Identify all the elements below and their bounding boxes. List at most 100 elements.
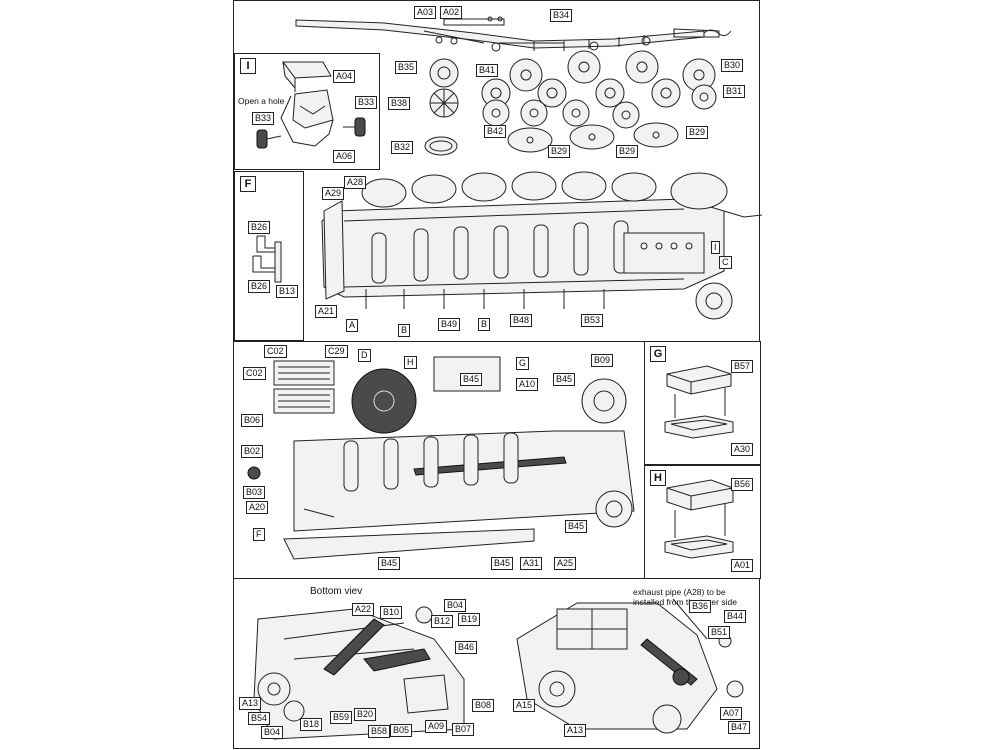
label-b32: B32 [391, 141, 414, 154]
label-d: D [358, 349, 371, 362]
label-a29: A29 [322, 187, 345, 200]
label-b59: B59 [330, 711, 353, 724]
label-g-callout: G [516, 357, 530, 370]
label-a01: A01 [731, 559, 754, 572]
label-b57: B57 [731, 360, 754, 373]
label-b18: B18 [300, 718, 323, 731]
label-b05: B05 [390, 724, 413, 737]
label-b36: B36 [689, 600, 712, 613]
label-b41: B41 [476, 64, 499, 77]
label-a25: A25 [554, 557, 577, 570]
label-b48: B48 [510, 314, 533, 327]
note-bottom-view: Bottom viev [310, 586, 363, 597]
label-b45-bottom-mid: B45 [491, 557, 514, 570]
label-b53: B53 [581, 314, 604, 327]
label-b45-top: B45 [460, 373, 483, 386]
label-b35: B35 [395, 61, 418, 74]
road-wheel-row-2 [481, 78, 717, 110]
label-b19: B19 [458, 613, 481, 626]
note-open-hole: Open a hole [238, 96, 285, 106]
label-b33-left: B33 [252, 112, 275, 125]
step-i-label: I [240, 58, 256, 74]
top-road-wheels [361, 171, 728, 210]
label-a30: A30 [731, 443, 754, 456]
road-wheel-row-1 [509, 50, 716, 92]
label-b13: B13 [276, 285, 299, 298]
label-b51: B51 [708, 626, 731, 639]
label-b26-bottom: B26 [248, 280, 271, 293]
label-a03: A03 [414, 6, 437, 19]
wheel-parts-drawing [424, 50, 717, 156]
label-a10: A10 [516, 378, 539, 391]
label-b45-right-top: B45 [553, 373, 576, 386]
label-b54: B54 [248, 712, 271, 725]
bottom-view-left-drawing [253, 606, 465, 740]
label-a31: A31 [520, 557, 543, 570]
label-b29-middle: B29 [616, 145, 639, 158]
main-rollers [343, 432, 519, 492]
label-b12: B12 [431, 615, 454, 628]
step-h-drawing [664, 479, 734, 559]
label-a06: A06 [333, 150, 356, 163]
label-b33-right: B33 [355, 96, 378, 109]
label-b-left: B [398, 324, 411, 337]
label-i-callout: I [711, 241, 720, 254]
spoked-drive-wheel [351, 368, 417, 434]
label-b58: B58 [368, 725, 391, 738]
label-b31: B31 [723, 85, 746, 98]
label-b38: B38 [388, 97, 411, 110]
label-b29-right: B29 [686, 126, 709, 139]
note-exhaust: exhaust pipe (A28) to be installed from … [633, 587, 737, 607]
step-g-drawing [664, 365, 734, 439]
step-f-panel: F B26 B26 B13 [234, 171, 304, 341]
step-h-label: H [650, 470, 666, 486]
step-g-label: G [650, 346, 666, 362]
label-b44: B44 [724, 610, 747, 623]
step-h-panel: H B56 A01 [644, 465, 761, 579]
chassis-drawing [321, 171, 763, 320]
step-i-drawing [256, 61, 366, 149]
label-a: A [346, 319, 359, 332]
label-a21: A21 [315, 305, 338, 318]
step-i-panel: I Open a hole A04 B33 B33 A06 [234, 53, 380, 170]
label-c29: C29 [325, 345, 348, 358]
label-b03: B03 [243, 486, 266, 499]
instruction-sheet: A03 A02 B34 I Open a hole A04 B33 B33 A0… [233, 0, 763, 749]
label-a20: A20 [246, 501, 269, 514]
label-b10: B10 [380, 606, 403, 619]
road-wheel-row-3 [482, 99, 640, 129]
label-b09: B09 [591, 354, 614, 367]
label-b56: B56 [731, 478, 754, 491]
label-a15: A15 [513, 699, 536, 712]
label-a22: A22 [352, 603, 375, 616]
label-f-callout: F [253, 528, 265, 541]
frame-rail-drawing [295, 16, 732, 52]
label-b30: B30 [721, 59, 744, 72]
label-b04-top: B04 [444, 599, 467, 612]
label-a07: A07 [720, 707, 743, 720]
bottom-view-right-drawing [516, 598, 744, 734]
label-b26-top: B26 [248, 221, 271, 234]
label-a04: A04 [333, 70, 356, 83]
label-b08: B08 [472, 699, 495, 712]
label-a13-left: A13 [239, 697, 262, 710]
road-wheel-row-4 [507, 122, 679, 153]
main-assembly-drawing [247, 356, 635, 560]
label-b29-left: B29 [548, 145, 571, 158]
label-b-right: B [478, 318, 491, 331]
label-b46: B46 [455, 641, 478, 654]
suspension-rollers [371, 220, 629, 284]
label-b45-lower-right: B45 [565, 520, 588, 533]
label-a02: A02 [440, 6, 463, 19]
label-b34: B34 [550, 9, 573, 22]
label-a09: A09 [425, 720, 448, 733]
label-h-callout: H [404, 356, 417, 369]
label-b04-bottom: B04 [261, 726, 284, 739]
label-a28: A28 [344, 176, 367, 189]
label-b45-bottom-left: B45 [378, 557, 401, 570]
label-b06: B06 [241, 414, 264, 427]
label-c02-top: C02 [264, 345, 287, 358]
label-b42: B42 [484, 125, 507, 138]
label-b20: B20 [354, 708, 377, 721]
label-b49: B49 [438, 318, 461, 331]
